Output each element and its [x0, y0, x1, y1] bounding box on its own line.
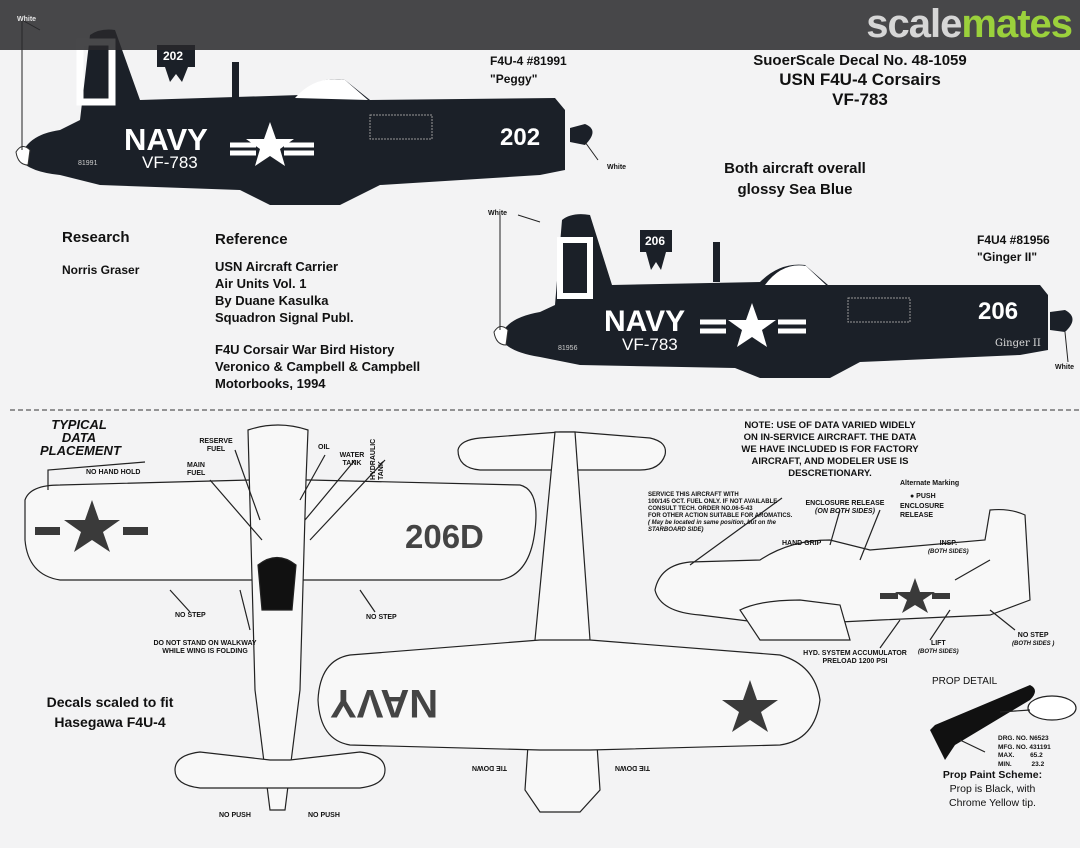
insignia-stars — [35, 500, 950, 732]
decal-sheet-number: SuoerScale Decal No. 48-1059 — [753, 52, 967, 69]
reference-list: USN Aircraft Carrier Air Units Vol. 1 By… — [215, 259, 421, 391]
nose-art: Ginger II — [995, 338, 1041, 349]
tail-number-202: 202 — [163, 49, 184, 63]
prop-detail-title: PROP DETAIL — [932, 676, 998, 687]
prop-paint-scheme: Prop Paint Scheme: Prop is Black, with C… — [942, 769, 1043, 809]
cowl-number-206: 206 — [978, 298, 1019, 325]
aircraft-1-label: F4U-4 #81991"Peggy" — [490, 54, 567, 86]
lift-label: LIFT(BOTH SIDES) — [918, 640, 959, 655]
research-heading: Research — [62, 229, 130, 246]
squadron-marking: VF-783 — [142, 153, 198, 172]
navy-marking-2: NAVY — [604, 305, 686, 338]
wing-navy-marking: NAVY — [330, 681, 439, 725]
bottom-view-fuselage — [524, 431, 601, 813]
white-note-tail: White — [17, 16, 37, 23]
cowl-number-202: 202 — [500, 124, 541, 151]
site-banner: scalemates — [0, 0, 1080, 50]
no-step-side-label: NO STEP(BOTH SIDES ) — [1012, 632, 1055, 647]
navy-marking: NAVY — [124, 122, 208, 157]
research-name: Norris Graser — [62, 263, 140, 277]
insp-label: INSP.(BOTH SIDES) — [928, 540, 969, 555]
enclosure-release-both: ENCLOSURE RELEASE(ON BOTH SIDES) — [805, 500, 885, 515]
tail-number-206: 206 — [645, 234, 666, 248]
top-view-fuselage — [247, 424, 309, 811]
aircraft-2-label: F4U4 #81956"Ginger II" — [977, 233, 1050, 264]
aircraft-1-silhouette — [20, 29, 565, 205]
squadron-marking-2: VF-783 — [622, 335, 678, 354]
bottom-view-wing — [317, 639, 821, 751]
prop-blade — [930, 685, 1035, 760]
scalemates-logo[interactable]: scalemates — [866, 2, 1073, 46]
sheet-squadron: VF-783 — [832, 90, 888, 109]
sheet-title: USN F4U-4 Corsairs — [779, 70, 941, 89]
reference-heading: Reference — [215, 231, 288, 248]
wing-code-206d: 206D — [405, 518, 484, 555]
prop-data: DRG. NO. N6523 MFG. NO. 431191 MAX. 65.2… — [998, 735, 1051, 768]
